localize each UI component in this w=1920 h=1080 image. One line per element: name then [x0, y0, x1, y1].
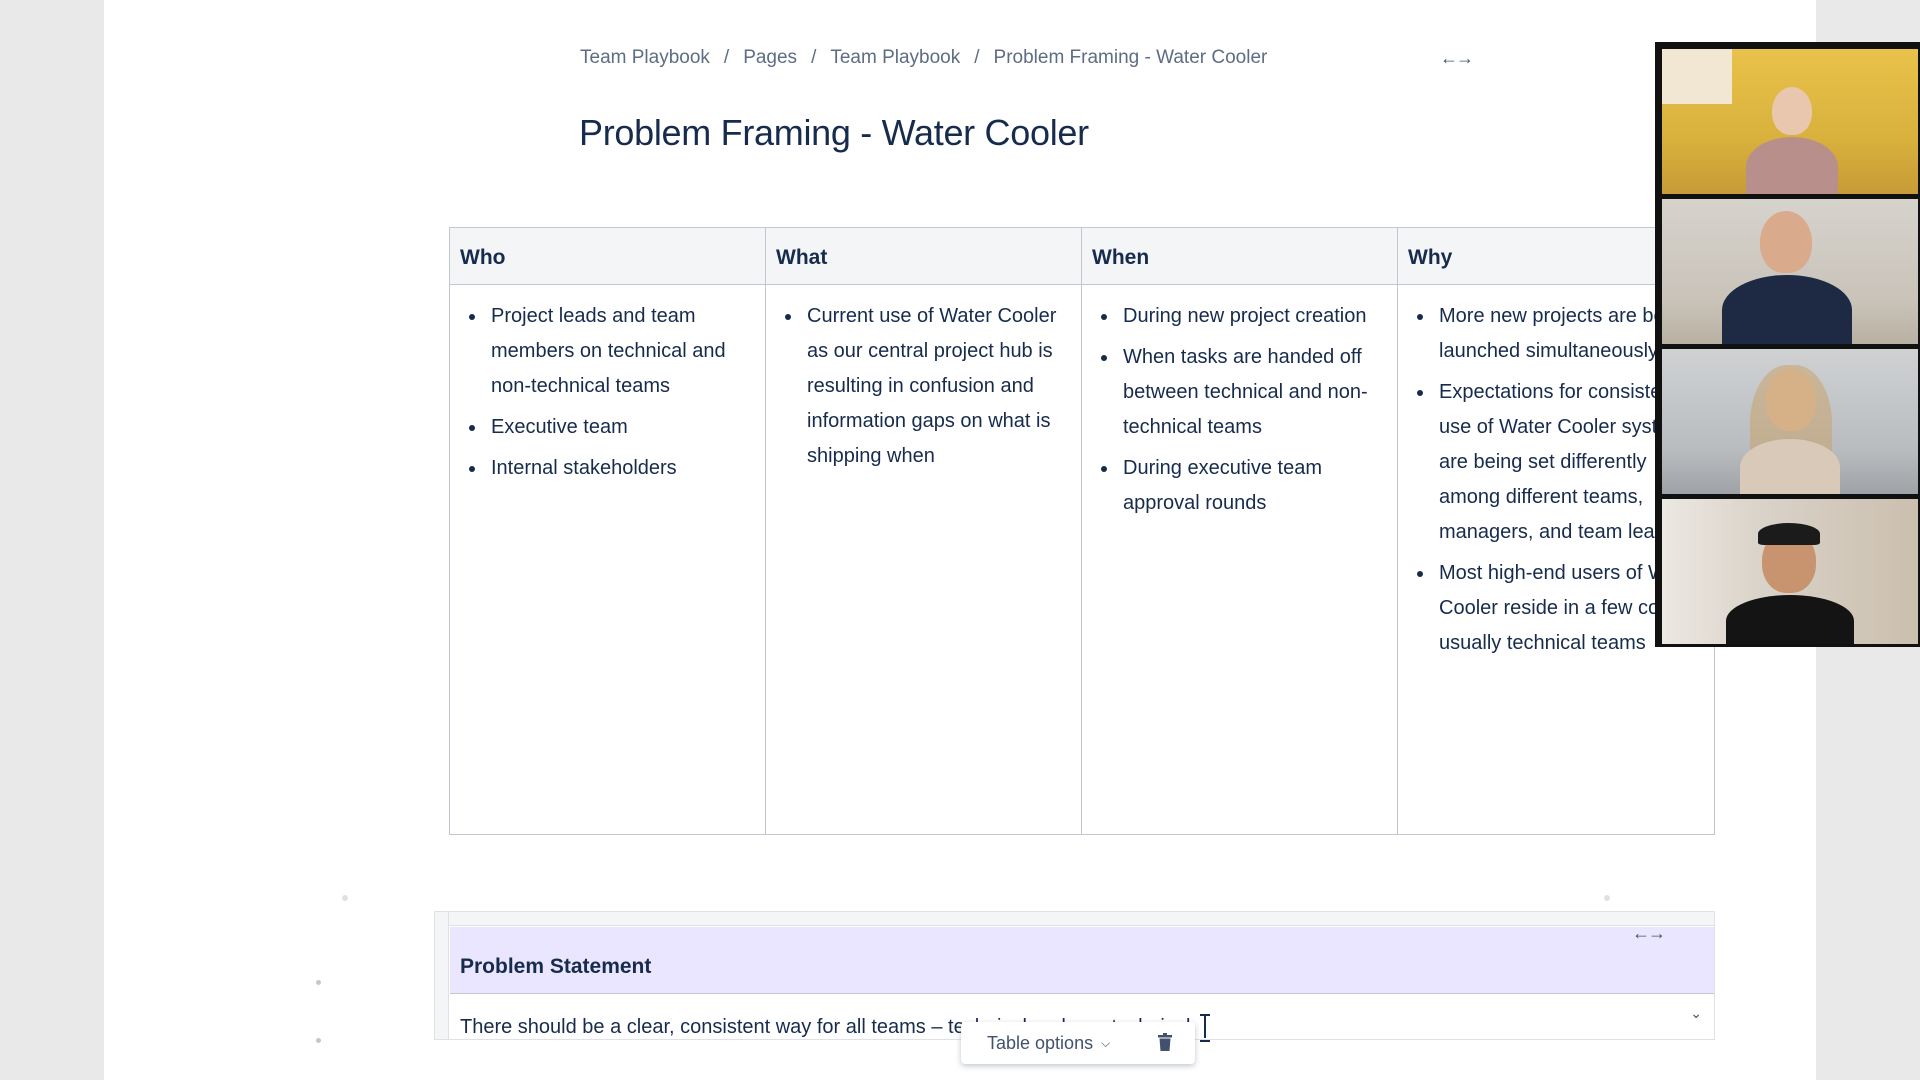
list-item: Executive team	[460, 410, 755, 445]
list-item: More new projects are being launched sim…	[1408, 299, 1704, 369]
list-item: Project leads and team members on techni…	[460, 299, 755, 404]
table-floating-toolbar: Table options ⌵	[961, 1022, 1195, 1064]
breadcrumb-item-current[interactable]: Problem Framing - Water Cooler	[993, 47, 1268, 68]
breadcrumb-separator: /	[723, 47, 730, 68]
breadcrumb-item[interactable]: Team Playbook	[830, 47, 961, 68]
breadcrumb-separator: /	[974, 47, 980, 68]
page-title: Problem Framing - Water Cooler	[579, 112, 1089, 153]
table-header-when[interactable]: When	[1082, 228, 1398, 285]
participant-video-tile[interactable]	[1662, 49, 1918, 194]
list-item: Most high-end users of Water Cooler resi…	[1408, 556, 1704, 661]
table-header-who[interactable]: Who	[450, 228, 766, 285]
list-item: Expectations for consistent use of Water…	[1408, 375, 1704, 550]
table-resize-handle[interactable]	[1604, 895, 1610, 901]
row-handle[interactable]	[316, 980, 321, 985]
table-resize-handle[interactable]	[342, 895, 348, 901]
breadcrumb-item[interactable]: Team Playbook	[580, 47, 710, 68]
breadcrumb-item[interactable]: Pages	[743, 47, 798, 68]
table-cell-why[interactable]: More new projects are being launched sim…	[1398, 285, 1714, 834]
table-cell-when[interactable]: During new project creation When tasks a…	[1082, 285, 1398, 834]
problem-framing-table: Who What When Why Project leads and team…	[449, 227, 1715, 835]
participant-video-tile[interactable]	[1662, 499, 1918, 644]
trash-icon[interactable]	[1157, 1033, 1173, 1051]
list-item: Current use of Water Cooler as our centr…	[776, 299, 1071, 474]
problem-statement-header[interactable]: Problem Statement	[450, 927, 1714, 994]
breadcrumb: Team Playbook / Pages / Team Playbook / …	[580, 47, 1267, 69]
chevron-down-icon[interactable]: ⌄	[1690, 1005, 1702, 1021]
participant-video-tile[interactable]	[1662, 349, 1918, 494]
table-cell-who[interactable]: Project leads and team members on techni…	[450, 285, 766, 834]
video-call-gallery	[1655, 42, 1920, 647]
participant-video-tile[interactable]	[1662, 199, 1918, 344]
chevron-down-icon: ⌵	[1101, 1035, 1111, 1050]
table-options-label: Table options	[987, 1032, 1094, 1053]
page-canvas: Team Playbook / Pages / Team Playbook / …	[104, 0, 1816, 1080]
list-item: Internal stakeholders	[460, 451, 755, 486]
text-cursor-icon	[1199, 1014, 1210, 1042]
breadcrumb-separator: /	[811, 47, 817, 68]
table-options-button[interactable]: Table options ⌵	[987, 1033, 1110, 1054]
list-item: During new project creation	[1092, 299, 1387, 334]
table-header-what[interactable]: What	[766, 228, 1082, 285]
expand-width-icon[interactable]: ←→	[1440, 48, 1474, 68]
row-controls-bar[interactable]	[435, 912, 449, 1039]
table-cell-what[interactable]: Current use of Water Cooler as our centr…	[766, 285, 1082, 834]
column-controls-bar[interactable]	[449, 912, 1714, 926]
row-handle[interactable]	[316, 1038, 321, 1043]
expand-width-icon[interactable]: ←→	[1632, 923, 1666, 943]
list-item: During executive team approval rounds	[1092, 451, 1387, 521]
list-item: When tasks are handed off between techni…	[1092, 340, 1387, 445]
problem-statement-table: Problem Statement There should be a clea…	[434, 911, 1715, 1042]
